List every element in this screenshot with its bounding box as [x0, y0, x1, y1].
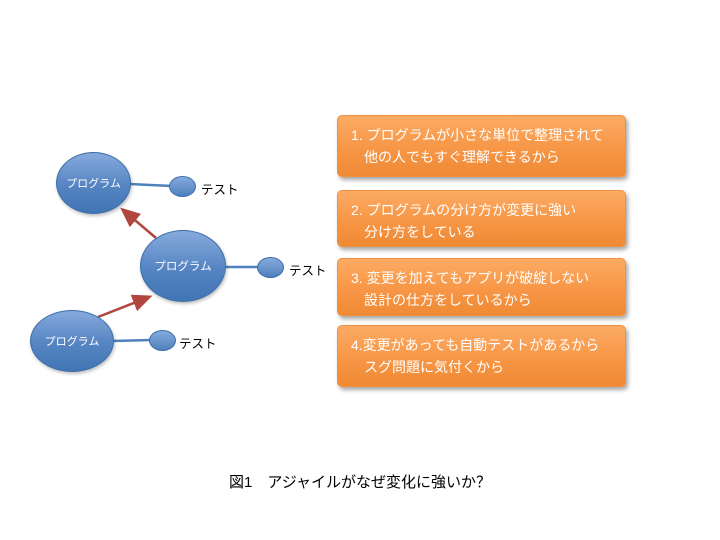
test-node-3-label: テスト	[179, 337, 217, 351]
program-node-1-label: プログラム	[66, 178, 121, 190]
reason-3-line2: 設計の仕方をしているから	[364, 292, 532, 308]
reason-4-line2: スグ問題に気付くから	[364, 359, 504, 375]
reason-box-4: 4.変更があっても自動テストがあるから スグ問題に気付くから	[337, 325, 626, 387]
test-node-2	[257, 257, 284, 278]
program-node-1: プログラム	[56, 152, 131, 214]
program-node-3-label: プログラム	[44, 336, 100, 348]
reason-2-line2: 分け方をしている	[364, 224, 476, 240]
reason-3-line1: 3. 変更を加えてもアプリが破綻しない	[351, 270, 590, 286]
test-node-2-label: テスト	[289, 264, 327, 278]
reason-1-line2: 他の人でもすぐ理解できるから	[364, 149, 560, 165]
connector-program3-test3	[110, 338, 153, 343]
arrow-program3-to-program2	[97, 294, 153, 319]
connector-program1-test1	[128, 182, 173, 188]
reason-box-3: 3. 変更を加えてもアプリが破綻しない 設計の仕方をしているから	[337, 258, 626, 316]
reason-1-line1: 1. プログラムが小さな単位で整理されて	[351, 127, 604, 143]
figure-caption: 図1 アジャイルがなぜ変化に強いか？	[229, 474, 491, 491]
reason-box-1: 1. プログラムが小さな単位で整理されて 他の人でもすぐ理解できるから	[337, 115, 626, 177]
program-node-2-label: プログラム	[154, 261, 212, 273]
reason-2-line1: 2. プログラムの分け方が変更に強い	[351, 202, 577, 218]
reason-4-line1: 4.変更があっても自動テストがあるから	[351, 337, 600, 353]
test-node-1	[169, 176, 196, 197]
program-node-3: プログラム	[30, 310, 114, 372]
program-node-2: プログラム	[140, 230, 226, 302]
test-node-1-label: テスト	[201, 183, 239, 197]
arrow-program2-to-program1	[120, 207, 157, 239]
test-node-3	[149, 330, 176, 351]
reason-box-2: 2. プログラムの分け方が変更に強い 分け方をしている	[337, 190, 626, 247]
